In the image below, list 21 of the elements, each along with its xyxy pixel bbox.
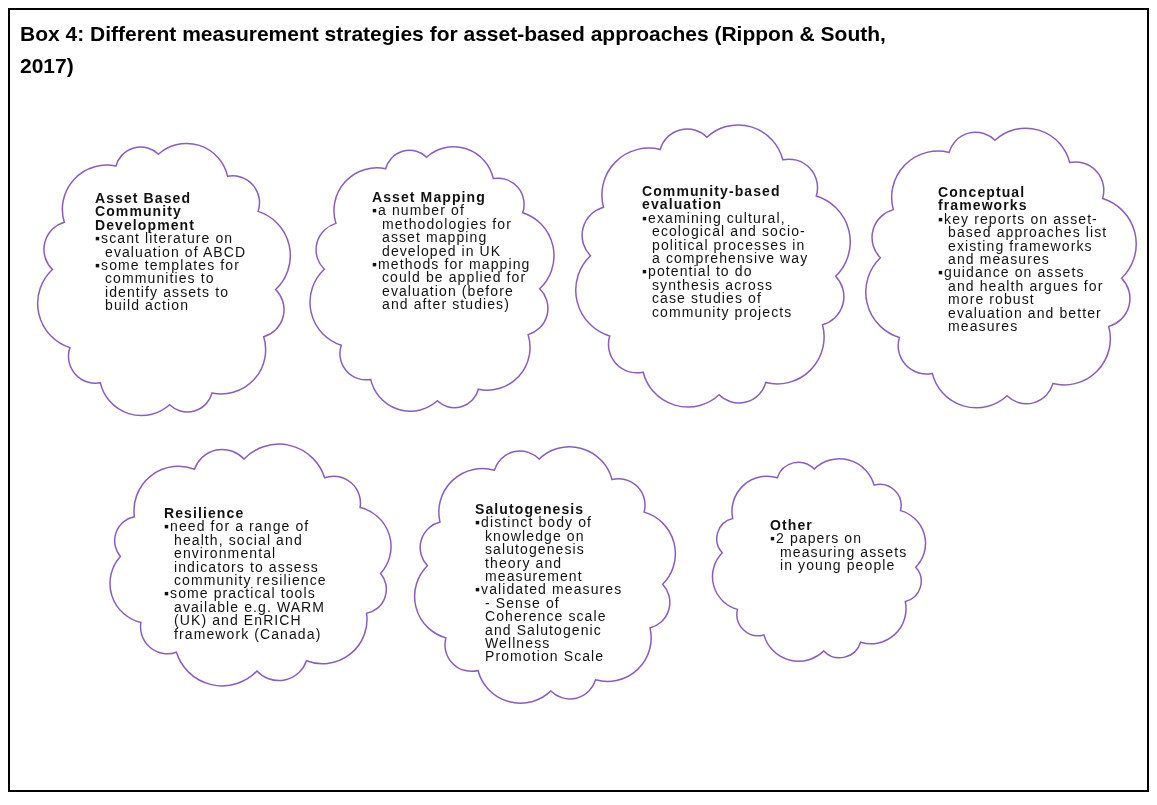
cloud-heading: Salutogenesis <box>475 503 585 517</box>
bullet-text: ▪2 papers on measuring assets in young people <box>770 532 909 573</box>
bullet-text: ▪distinct body of knowledge on salutogenesis theory and measurement <box>475 516 594 584</box>
bullet-text: ▪potential to do synthesis across case studies of community projects <box>642 265 793 320</box>
bullet-text: ▪some practical tools available e.g. WARM (UK) and EnRICH framework (Canada) <box>164 587 327 642</box>
cloud-heading: Asset Based Community Development <box>95 192 195 233</box>
cloud-heading: Resilience <box>164 507 246 521</box>
bullet-text: ▪key reports on asset-based approaches list existing frameworks and measures <box>938 212 1108 267</box>
bullet-text: ▪examining cultural, ecological and socio-political processes in a comprehensive way <box>642 211 810 266</box>
cloud-heading: Asset Mapping <box>372 191 487 205</box>
bullet-text: ▪guidance on assets and health argues for more robust evaluation and better measures <box>938 266 1105 334</box>
box-title: Box 4: Different measurement strategies for asset-based approaches (Rippon & South, 2017) <box>20 21 887 79</box>
bullet-text: ▪a number of methodologies for asset mapping developed in UK <box>372 204 512 259</box>
bullet-text: ▪validated measures - Sense of Coherence scale and Salutogenic Wellness Promotion Scale <box>475 583 624 664</box>
bullet-text: ▪scant literature on evaluation of ABCD <box>95 232 248 260</box>
cloud-heading: Other <box>770 519 814 533</box>
bullet-text: ▪some templates for communities to identify assets to build action <box>95 259 241 313</box>
cloud-heading: Community-based evaluation <box>642 185 781 212</box>
cloud-heading: Conceptual frameworks <box>938 186 1029 213</box>
bullet-text: ▪methods for mapping could be applied for evaluation (before and after studies) <box>372 258 532 312</box>
bullet-text: ▪need for a range of health, social and environmental indicators to assess community resilience <box>164 520 328 588</box>
